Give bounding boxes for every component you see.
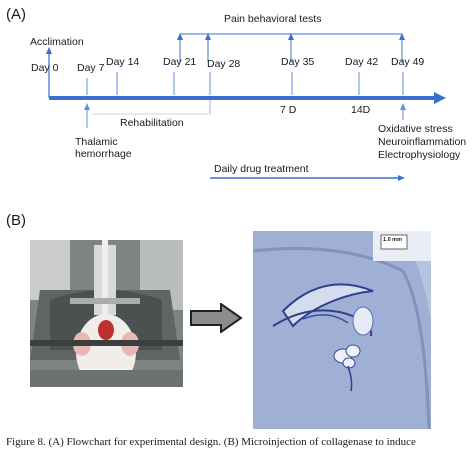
scale-bar-label: 1.0 mm <box>383 237 402 243</box>
rehabilitation-label: Rehabilitation <box>120 117 184 129</box>
acclimation-label: Acclimation <box>30 36 84 48</box>
day-label: Day 42 <box>345 56 379 68</box>
mark-7d: 7 D <box>280 104 297 116</box>
day-label: Day 21 <box>163 56 197 68</box>
day-label: Day 7 <box>77 62 105 74</box>
endpoint-label: Oxidative stress <box>378 123 453 135</box>
thalamic-label: Thalamic <box>75 136 118 148</box>
right-arrow-icon <box>190 303 243 333</box>
panel-b-label: (B) <box>6 212 26 229</box>
hemorrhage-label: hemorrhage <box>75 148 132 160</box>
pain-tests-label: Pain behavioral tests <box>224 13 322 25</box>
brain-section-micrograph: 1.0 mm <box>253 231 431 429</box>
day-label: Day 0 <box>31 62 59 74</box>
figure-caption: Figure 8. (A) Flowchart for experimental… <box>6 436 416 448</box>
panel-a-label: (A) <box>6 6 26 23</box>
mark-14d: 14D <box>351 104 371 116</box>
day-label: Day 14 <box>106 56 140 68</box>
endpoint-label: Electrophysiology <box>378 149 461 161</box>
timeline-diagram <box>46 33 446 181</box>
day-label: Day 49 <box>391 56 425 68</box>
endpoint-label: Neuroinflammation <box>378 136 467 148</box>
daily-drug-label: Daily drug treatment <box>214 163 309 175</box>
day-label: Day 28 <box>207 58 241 70</box>
brain-section-illustration <box>253 231 431 429</box>
rat-stereotaxic-illustration <box>30 240 183 387</box>
stereotaxic-photo <box>30 240 183 387</box>
day-label: Day 35 <box>281 56 315 68</box>
